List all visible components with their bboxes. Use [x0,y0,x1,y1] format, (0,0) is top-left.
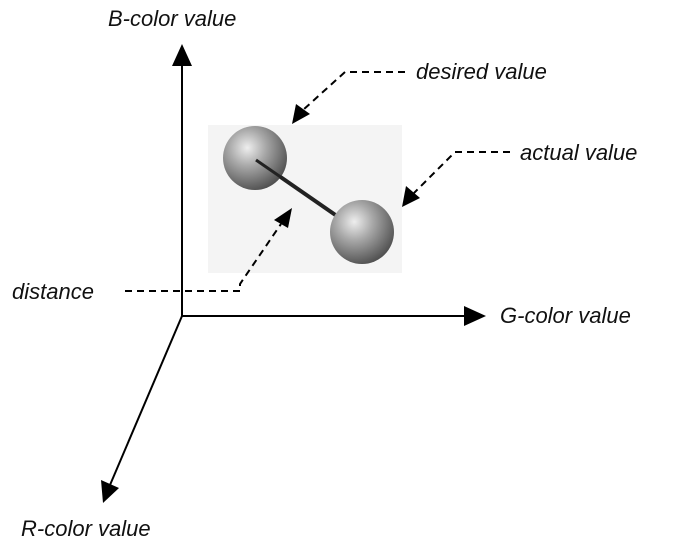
desired-value-leader [292,71,405,124]
actual-value-label: actual value [520,140,638,165]
r-axis [101,315,183,503]
b-axis-label: B-color value [108,6,237,31]
distance-label: distance [12,279,94,304]
g-axis-arrowhead [464,306,486,326]
desired-value-sphere [223,126,287,190]
r-axis-label: R-color value [21,516,151,541]
b-axis [172,44,192,316]
desired-value-label: desired value [416,59,547,84]
distance-leader [125,208,292,292]
b-axis-arrowhead [172,44,192,66]
r-axis-arrowhead [101,480,119,503]
g-axis [182,306,486,326]
g-axis-label: G-color value [500,303,631,328]
actual-value-leader [402,151,510,207]
actual-value-sphere [330,200,394,264]
